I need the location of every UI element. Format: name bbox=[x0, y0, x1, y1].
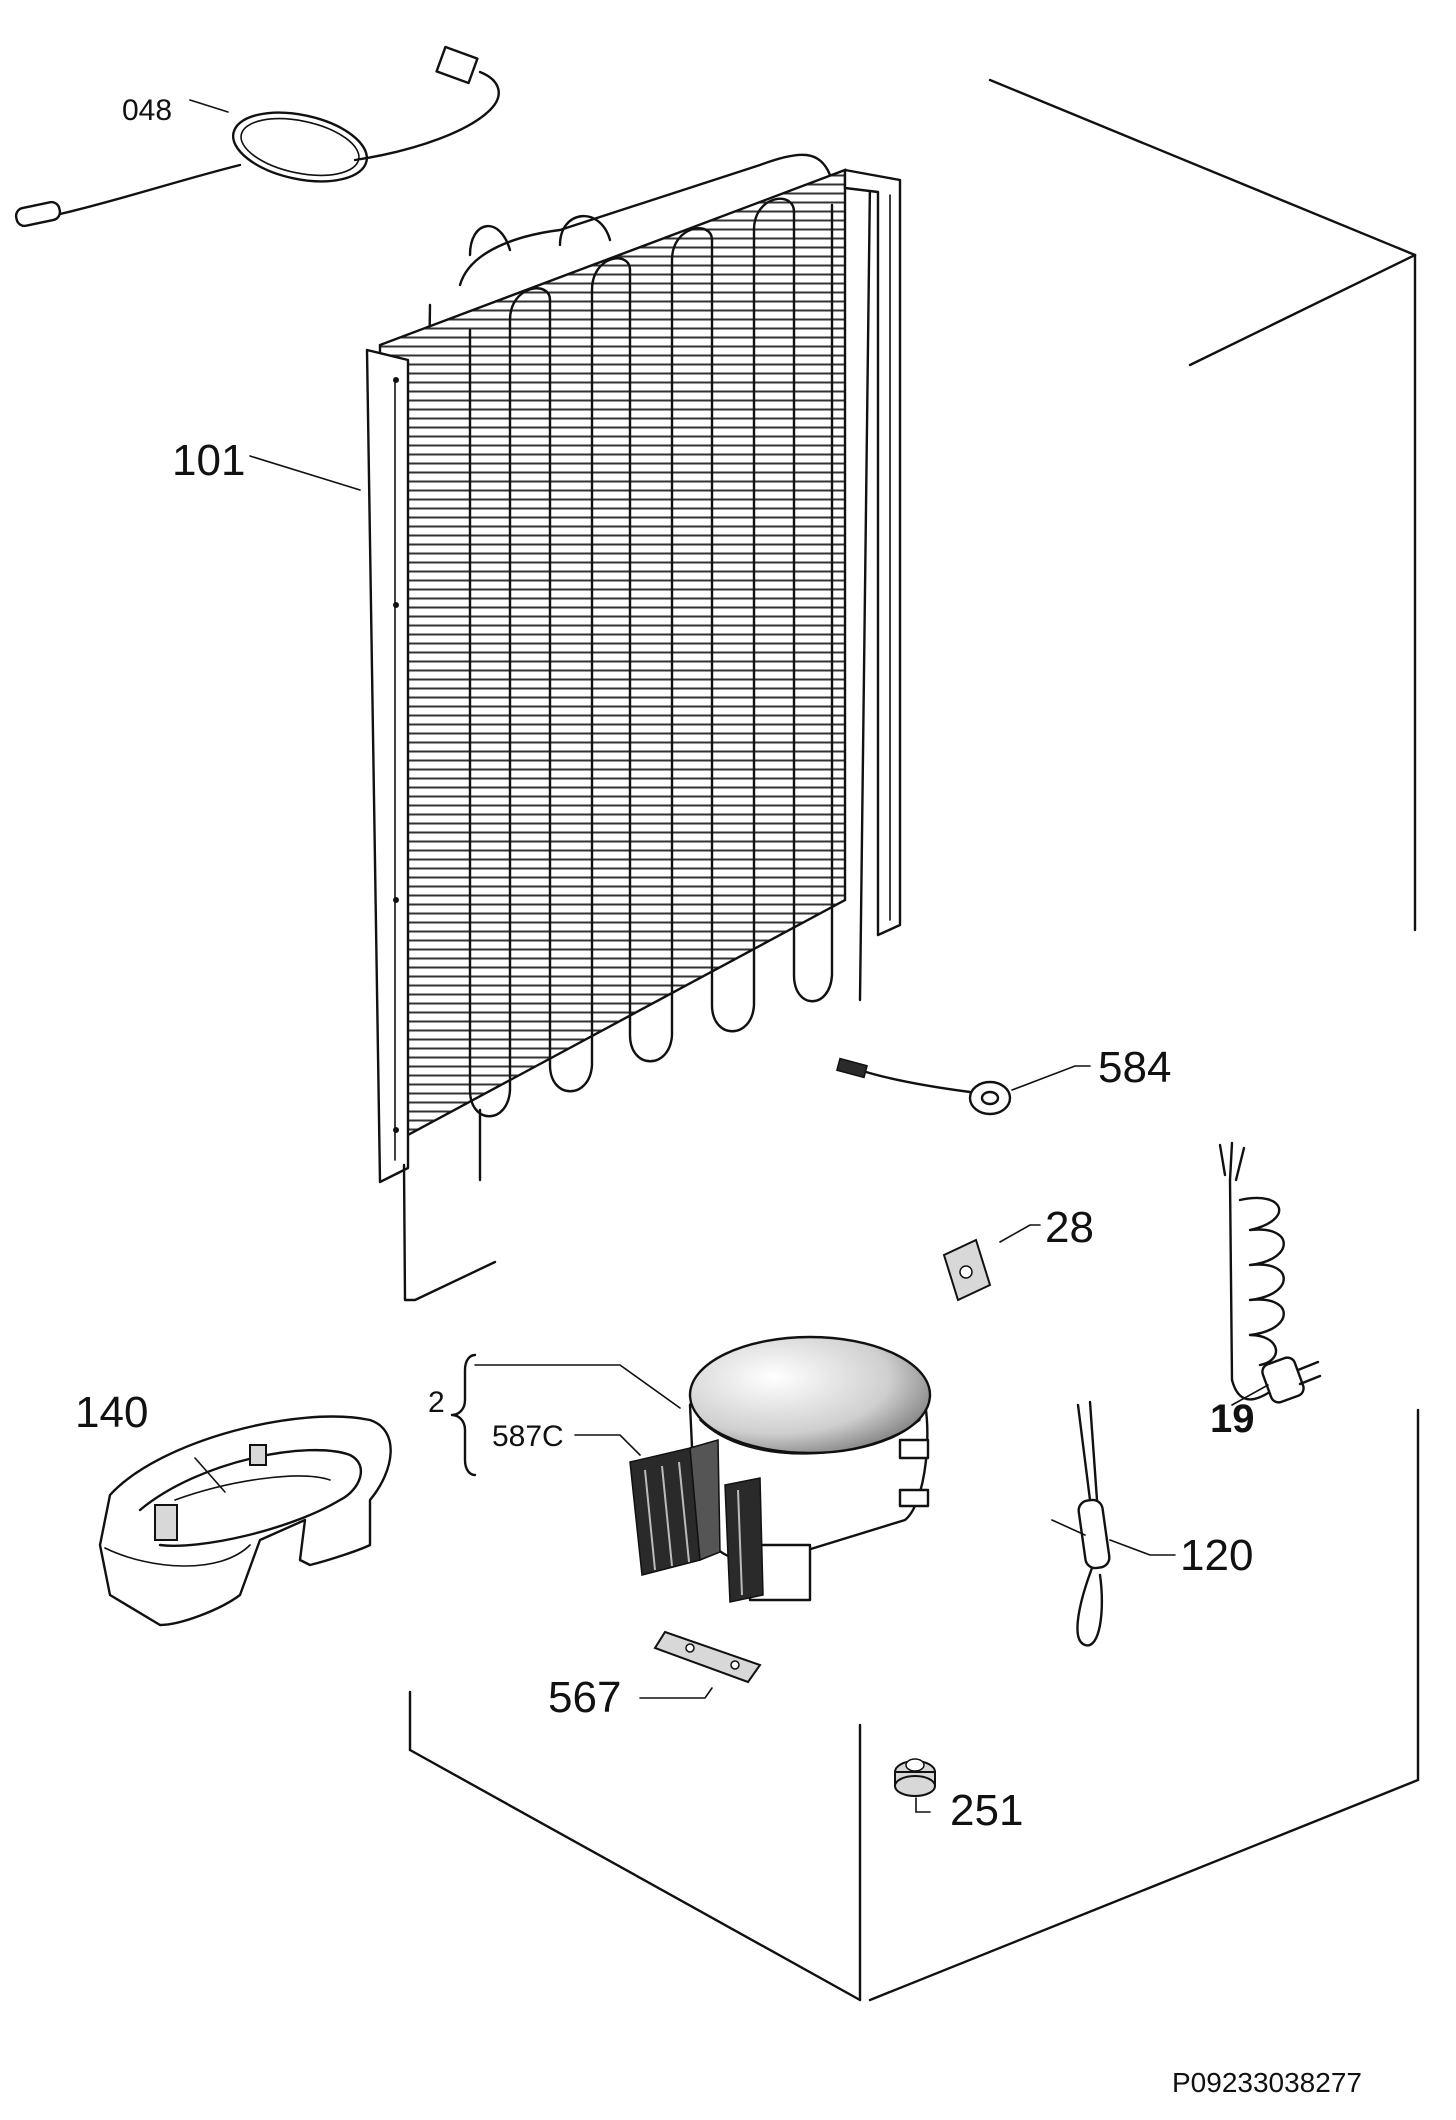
part-2-compressor-assembly bbox=[450, 1335, 932, 1603]
part-19-power-cord bbox=[1218, 1141, 1322, 1406]
part-120-thermal-fuse bbox=[1051, 1400, 1176, 1647]
callout-567: 567 bbox=[548, 1673, 621, 1722]
callout-584: 584 bbox=[1098, 1043, 1171, 1092]
part-140-drip-tray bbox=[98, 1415, 392, 1627]
callout-labels: 048 101 584 28 19 2 587C 140 120 567 251 bbox=[75, 94, 1255, 1835]
callout-2: 2 bbox=[428, 1386, 445, 1419]
part-101-condenser bbox=[249, 153, 902, 1302]
part-587c-relay bbox=[629, 1439, 764, 1603]
part-048-sensor-cable bbox=[14, 45, 500, 228]
callout-120: 120 bbox=[1180, 1531, 1253, 1580]
part-251-grommet bbox=[894, 1758, 936, 1813]
cabinet-outline bbox=[408, 78, 1420, 2002]
condenser-tubes bbox=[458, 153, 834, 1118]
document-id: P09233038277 bbox=[1172, 2067, 1362, 2098]
callout-251: 251 bbox=[950, 1786, 1023, 1835]
part-584-sensor-grommet bbox=[836, 1057, 1091, 1116]
callout-19: 19 bbox=[1210, 1397, 1255, 1441]
callout-140: 140 bbox=[75, 1388, 148, 1437]
part-28-clip bbox=[942, 1224, 1041, 1302]
callout-587c: 587C bbox=[492, 1420, 564, 1453]
callout-048: 048 bbox=[122, 94, 172, 127]
part-567-bracket bbox=[639, 1630, 762, 1699]
callout-28: 28 bbox=[1045, 1203, 1094, 1252]
callout-101: 101 bbox=[172, 436, 245, 485]
